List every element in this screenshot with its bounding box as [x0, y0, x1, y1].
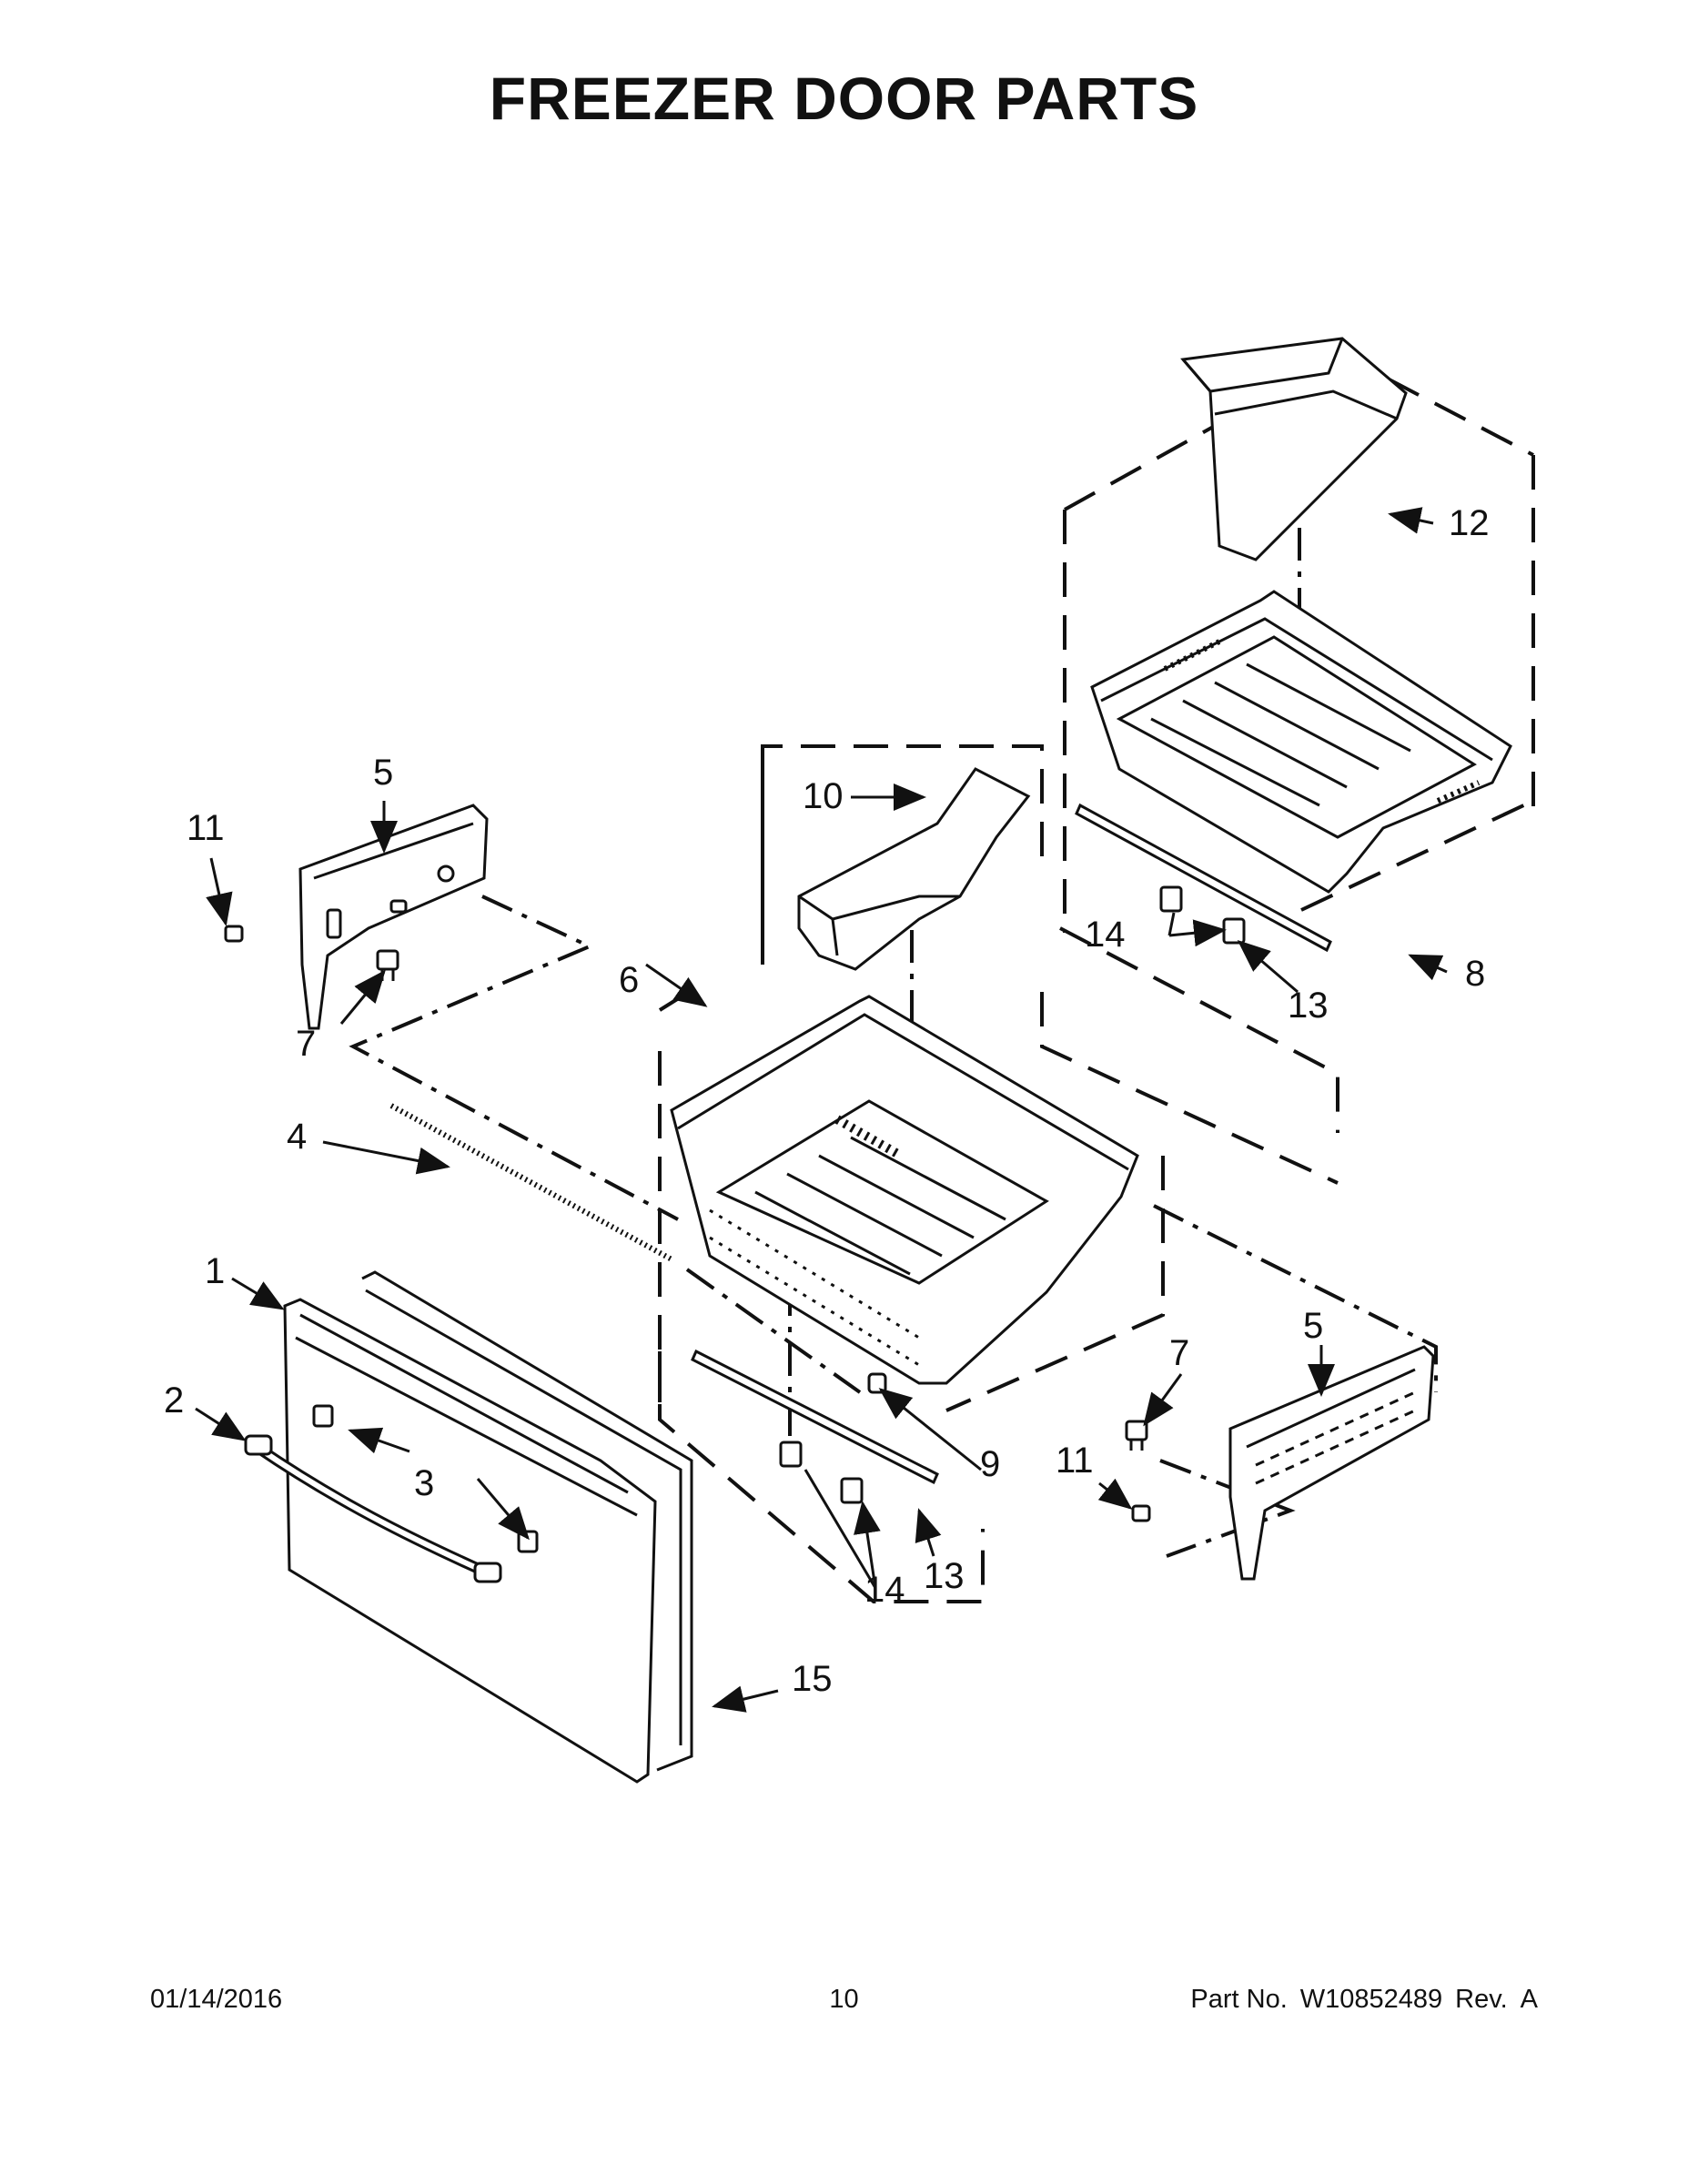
callout-7-right: 7: [1169, 1333, 1189, 1373]
part-label: Part No.: [1190, 1985, 1288, 2014]
lower-bin-part-10: [797, 767, 1031, 971]
callout-14-upper: 14: [1085, 915, 1126, 955]
part-number: W10852489: [1299, 1985, 1443, 2014]
callout-14-lower: 14: [864, 1570, 905, 1610]
screws-part-14-lower: [779, 1441, 864, 1504]
callout-5-left: 5: [373, 753, 393, 793]
lower-basket-part-6: [670, 995, 1139, 1385]
stop-part-11-left: [224, 925, 244, 943]
callout-1: 1: [205, 1251, 225, 1291]
callout-11-right: 11: [1056, 1441, 1094, 1481]
upper-bin-part-12: [1180, 337, 1408, 561]
trim-strip-part-4: [389, 1103, 675, 1263]
callout-11-left: 11: [187, 808, 225, 848]
trim-strip-part-13: [691, 803, 1332, 1485]
door-part-1: [283, 1298, 657, 1784]
callout-7-left: 7: [296, 1024, 316, 1064]
footer-page-number: 10: [829, 1985, 859, 2014]
handle-part-3: [244, 1434, 502, 1583]
left-rail-part-5: [298, 804, 489, 1030]
left-rail-alignment: [349, 895, 679, 1221]
page-title: FREEZER DOOR PARTS: [489, 65, 1199, 132]
screw-part-7-right: [1125, 1420, 1148, 1451]
gasket-part-15: [361, 1270, 693, 1772]
callout-3: 3: [414, 1463, 434, 1503]
callout-13-lower: 13: [924, 1556, 965, 1596]
footer-part-info: Part No. W10852489 Rev. A: [1190, 1985, 1538, 2015]
callout-9: 9: [980, 1444, 1000, 1484]
leader-arrows: [195, 507, 1448, 1713]
upper-basket-enclosure: [1040, 352, 1535, 1185]
callout-10: 10: [803, 776, 844, 816]
callout-12: 12: [1449, 503, 1490, 543]
footer-date: 01/14/2016: [150, 1985, 283, 2014]
stop-part-11-right: [1131, 1504, 1151, 1522]
rev-label: Rev.: [1455, 1985, 1508, 2014]
right-rail-alignment: [1153, 1204, 1438, 1558]
upper-basket-part-8: [1090, 590, 1512, 894]
callout-8: 8: [1465, 954, 1485, 994]
callout-2: 2: [164, 1380, 184, 1421]
callout-labels: 1 2 3 4 5 5 6 7 7 8 9 10 11 11 12 13 13 …: [164, 503, 1490, 1699]
right-rail-part-5: [1228, 1345, 1435, 1581]
callout-13-upper: 13: [1288, 986, 1329, 1026]
lower-basket-enclosure: [658, 744, 1165, 1603]
callout-15: 15: [792, 1659, 833, 1699]
callout-4: 4: [287, 1117, 307, 1157]
rev-value: A: [1520, 1985, 1538, 2014]
callout-5-right: 5: [1303, 1306, 1323, 1346]
clip-part-9: [867, 1372, 887, 1394]
callout-6: 6: [619, 960, 639, 1000]
